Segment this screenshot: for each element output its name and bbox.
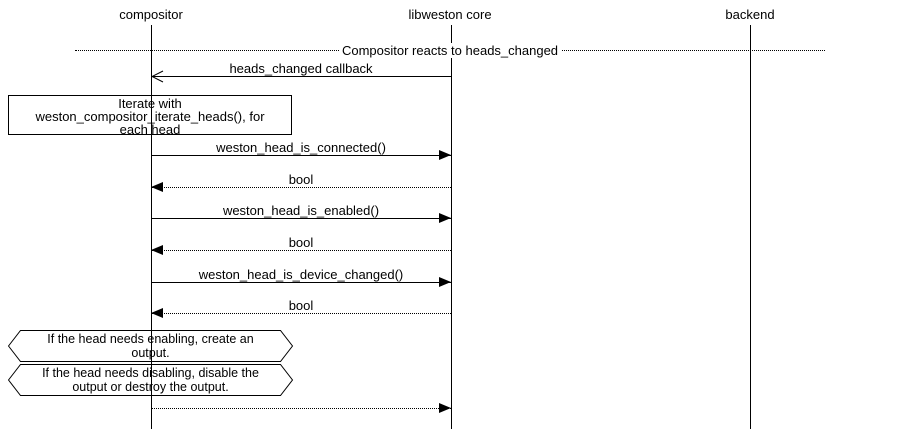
message-label-is-device-changed: weston_head_is_device_changed() [198, 267, 404, 282]
note-enable-output-line2: output. [131, 346, 170, 360]
message-label-bool-2: bool [288, 235, 314, 250]
message-line-is-device-changed [151, 282, 451, 283]
message-line-heads-changed-callback [151, 76, 451, 77]
participant-backend: backend [725, 7, 775, 22]
note-enable-output-line1: If the head needs enabling, create an [47, 332, 254, 346]
note-iterate-heads-line1: Iterate with [118, 96, 182, 111]
participant-compositor: compositor [119, 7, 183, 22]
message-label-heads-changed-callback: heads_changed callback [229, 61, 373, 76]
message-label-is-connected: weston_head_is_connected() [216, 140, 386, 155]
lifeline-backend [750, 25, 751, 429]
note-disable-output: If the head needs disabling, disable the… [8, 366, 293, 394]
message-line-bool-1 [151, 187, 451, 188]
filled-arrowhead-right-icon [439, 277, 451, 287]
divider-label: Compositor reacts to heads_changed [0, 43, 900, 58]
note-iterate-heads: Iterate with weston_compositor_iterate_h… [8, 95, 292, 137]
filled-arrowhead-left-icon [151, 182, 163, 192]
note-disable-output-shape [8, 364, 294, 396]
note-enable-output-shape [8, 330, 294, 362]
message-line-is-connected [151, 155, 451, 156]
message-line-final [151, 408, 451, 409]
note-iterate-heads-line3: each head [119, 122, 181, 137]
message-label-bool-1: bool [288, 172, 314, 187]
message-label-bool-3: bool [288, 298, 314, 313]
lifeline-compositor [151, 25, 152, 429]
participant-libweston-core: libweston core [408, 7, 492, 22]
message-label-is-enabled: weston_head_is_enabled() [222, 203, 380, 218]
filled-arrowhead-right-icon [439, 213, 451, 223]
note-enable-output: If the head needs enabling, create an ou… [8, 332, 293, 360]
note-iterate-heads-line2: weston_compositor_iterate_heads(), for [35, 109, 265, 124]
filled-arrowhead-left-icon [151, 308, 163, 318]
message-line-bool-3 [151, 313, 451, 314]
filled-arrowhead-right-icon [439, 150, 451, 160]
filled-arrowhead-left-icon [151, 245, 163, 255]
note-disable-output-line2: output or destroy the output. [72, 380, 229, 394]
lifeline-libweston-core [451, 25, 452, 429]
message-line-is-enabled [151, 218, 451, 219]
filled-arrowhead-right-icon [439, 403, 451, 413]
open-arrowhead-left-icon [151, 70, 164, 83]
message-line-bool-2 [151, 250, 451, 251]
note-disable-output-line1: If the head needs disabling, disable the [42, 366, 259, 380]
divider-label-text: Compositor reacts to heads_changed [338, 43, 562, 58]
